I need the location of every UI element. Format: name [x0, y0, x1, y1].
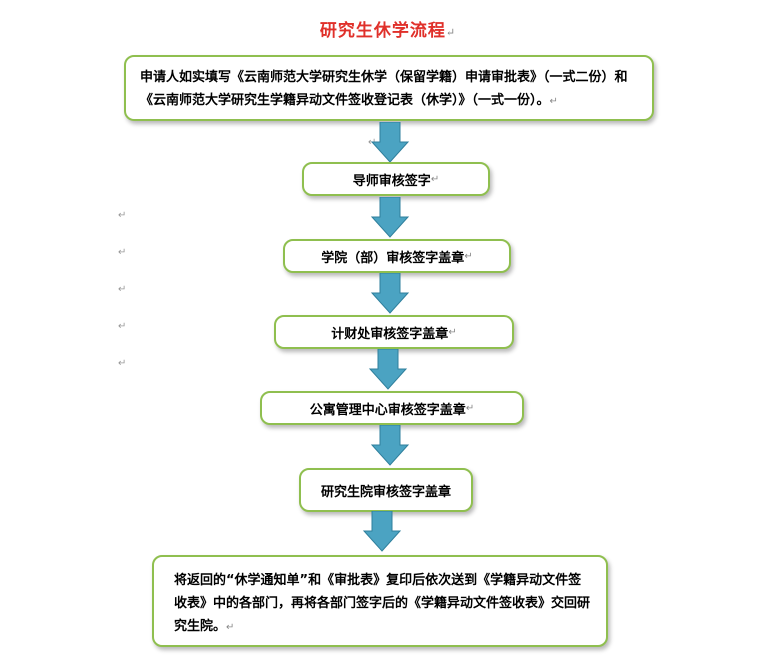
- step-3-box: 学院（部）审核签字盖章↵: [283, 239, 511, 273]
- paragraph-mark: ↵: [118, 358, 127, 369]
- down-arrow-icon: [370, 122, 410, 163]
- step-4-box: 计财处审核签字盖章↵: [274, 315, 514, 349]
- paragraph-mark: ↵: [465, 402, 475, 414]
- step-4-text: 计财处审核签字盖章: [331, 326, 449, 342]
- step-7-text: 将返回的“休学通知单”和《审批表》复印后依次送到《学籍异动文件签收表》中的各部门…: [174, 573, 591, 634]
- paragraph-mark: ↵: [226, 622, 235, 633]
- step-6-box: 研究生院审核签字盖章: [299, 468, 473, 512]
- paragraph-mark: ↵: [118, 284, 127, 295]
- down-arrow-icon: [362, 511, 402, 552]
- step-3-text: 学院（部）审核签字盖章: [321, 250, 465, 266]
- paragraph-mark: ↵: [464, 250, 473, 262]
- step-1-text: 申请人如实填写《云南师范大学研究生休学（保留学籍）申请审批表》（一式二份）和《云…: [140, 70, 628, 108]
- down-arrow-icon: [370, 197, 410, 238]
- down-arrow-icon: [368, 349, 408, 390]
- paragraph-mark: ↵: [430, 173, 440, 185]
- step-2-box: 导师审核签字↵: [302, 162, 490, 196]
- down-arrow-icon: [370, 273, 410, 314]
- step-6-text: 研究生院审核签字盖章: [320, 484, 451, 500]
- down-arrow-icon: [370, 425, 410, 466]
- diagram-title: 研究生休学流程↵: [0, 16, 776, 41]
- title-text: 研究生休学流程: [319, 21, 446, 41]
- step-2-text: 导师审核签字: [352, 173, 431, 189]
- paragraph-mark: ↵: [445, 26, 457, 39]
- step-7-box: 将返回的“休学通知单”和《审批表》复印后依次送到《学籍异动文件签收表》中的各部门…: [152, 555, 608, 647]
- step-1-box: 申请人如实填写《云南师范大学研究生休学（保留学籍）申请审批表》（一式二份）和《云…: [124, 55, 654, 121]
- paragraph-mark: ↵: [448, 326, 457, 338]
- step-5-text: 公寓管理中心审核签字盖章: [309, 402, 466, 418]
- paragraph-mark: ↵: [549, 96, 558, 107]
- paragraph-mark: ↵: [118, 321, 127, 332]
- paragraph-mark: ↵: [118, 210, 127, 221]
- step-5-box: 公寓管理中心审核签字盖章↵: [260, 391, 524, 425]
- paragraph-mark: ↵: [118, 247, 127, 258]
